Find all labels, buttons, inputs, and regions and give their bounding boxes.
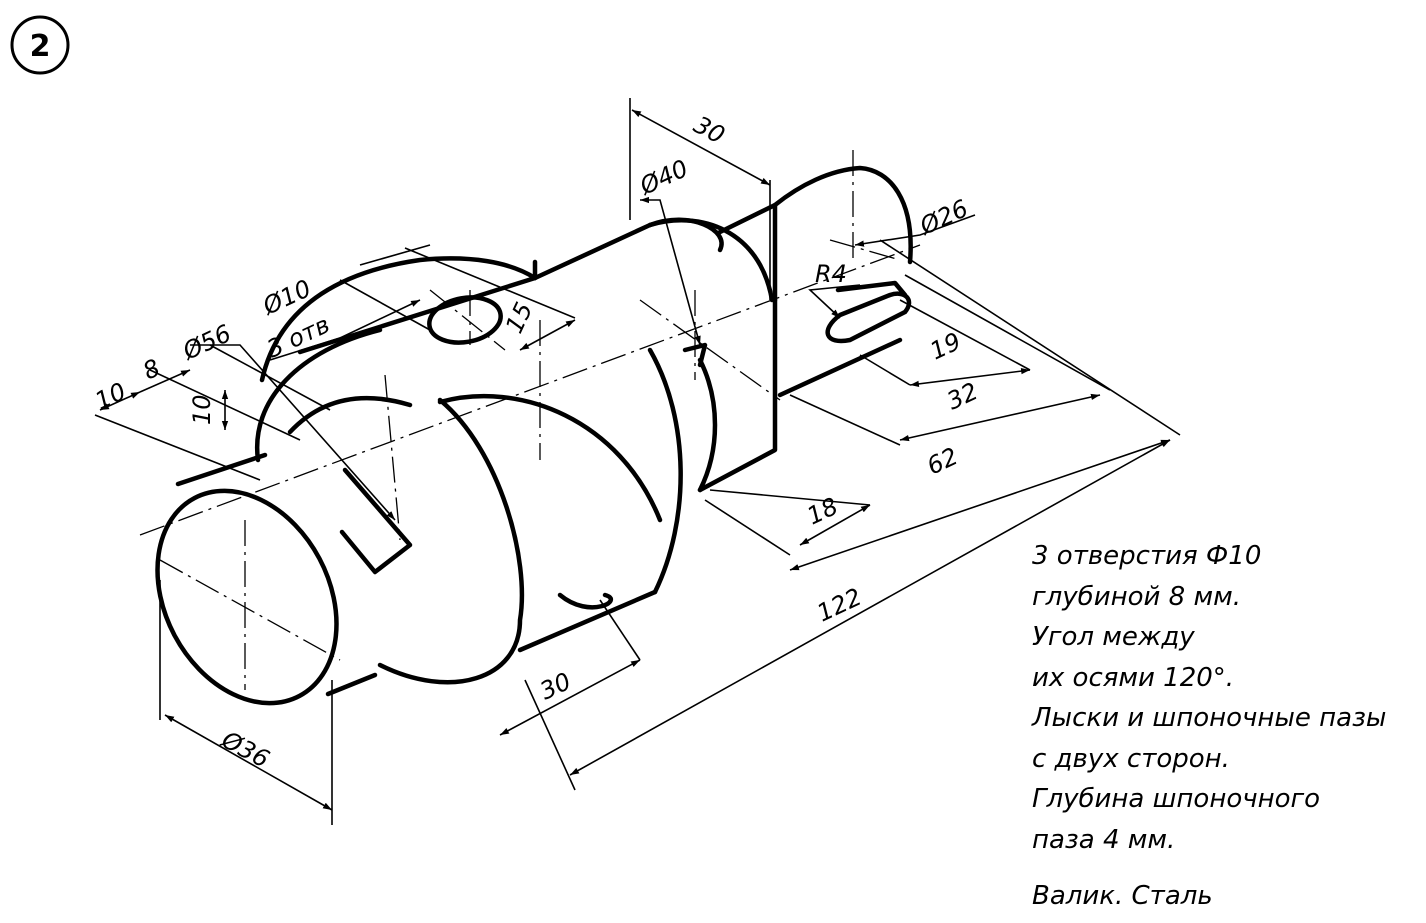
dim-122: 122 bbox=[813, 583, 866, 628]
dim-26: Ø26 bbox=[915, 194, 973, 241]
badge-number: 2 bbox=[30, 29, 51, 64]
drawing-number-badge: 2 bbox=[10, 15, 70, 75]
note-line: Лыски и шпоночные пазы bbox=[1032, 703, 1387, 733]
dim-32: 32 bbox=[943, 377, 983, 415]
dim-56: Ø56 bbox=[178, 319, 236, 366]
note-line: 3 отверстия Ф10 bbox=[1032, 541, 1262, 571]
dim-30-bottom: 30 bbox=[536, 667, 576, 705]
dim-10: 10 bbox=[91, 377, 131, 415]
notes-block: 3 отверстия Ф10 глубиной 8 мм. Угол межд… bbox=[1032, 536, 1424, 917]
drawing-title: Валик. Сталь bbox=[1032, 881, 1213, 911]
part-outline bbox=[155, 165, 913, 706]
note-line: Глубина шпоночного bbox=[1032, 784, 1321, 814]
note-line: их осями 120°. bbox=[1032, 662, 1235, 693]
note-line: глубиной 8 мм. bbox=[1032, 581, 1241, 612]
center-lines bbox=[139, 150, 921, 690]
dim-40: Ø40 bbox=[635, 154, 693, 201]
dim-holes-diameter: Ø10 bbox=[258, 274, 316, 321]
dim-r4: R4 bbox=[815, 260, 847, 288]
note-line: с двух сторон. bbox=[1032, 743, 1230, 774]
dim-19: 19 bbox=[926, 327, 966, 365]
dim-15: 15 bbox=[500, 298, 538, 338]
dim-10-vertical: 10 bbox=[188, 394, 216, 425]
note-line: паза 4 мм. bbox=[1032, 824, 1176, 855]
note-line: Угол между bbox=[1032, 622, 1195, 652]
dim-36: Ø36 bbox=[216, 725, 274, 773]
dim-62: 62 bbox=[923, 442, 963, 480]
dim-8: 8 bbox=[139, 354, 165, 386]
dimension-lines bbox=[94, 98, 1181, 825]
dimension-texts: 10 8 Ø56 10 Ø10 3 отв 15 30 Ø40 Ø26 R4 1… bbox=[91, 111, 983, 774]
